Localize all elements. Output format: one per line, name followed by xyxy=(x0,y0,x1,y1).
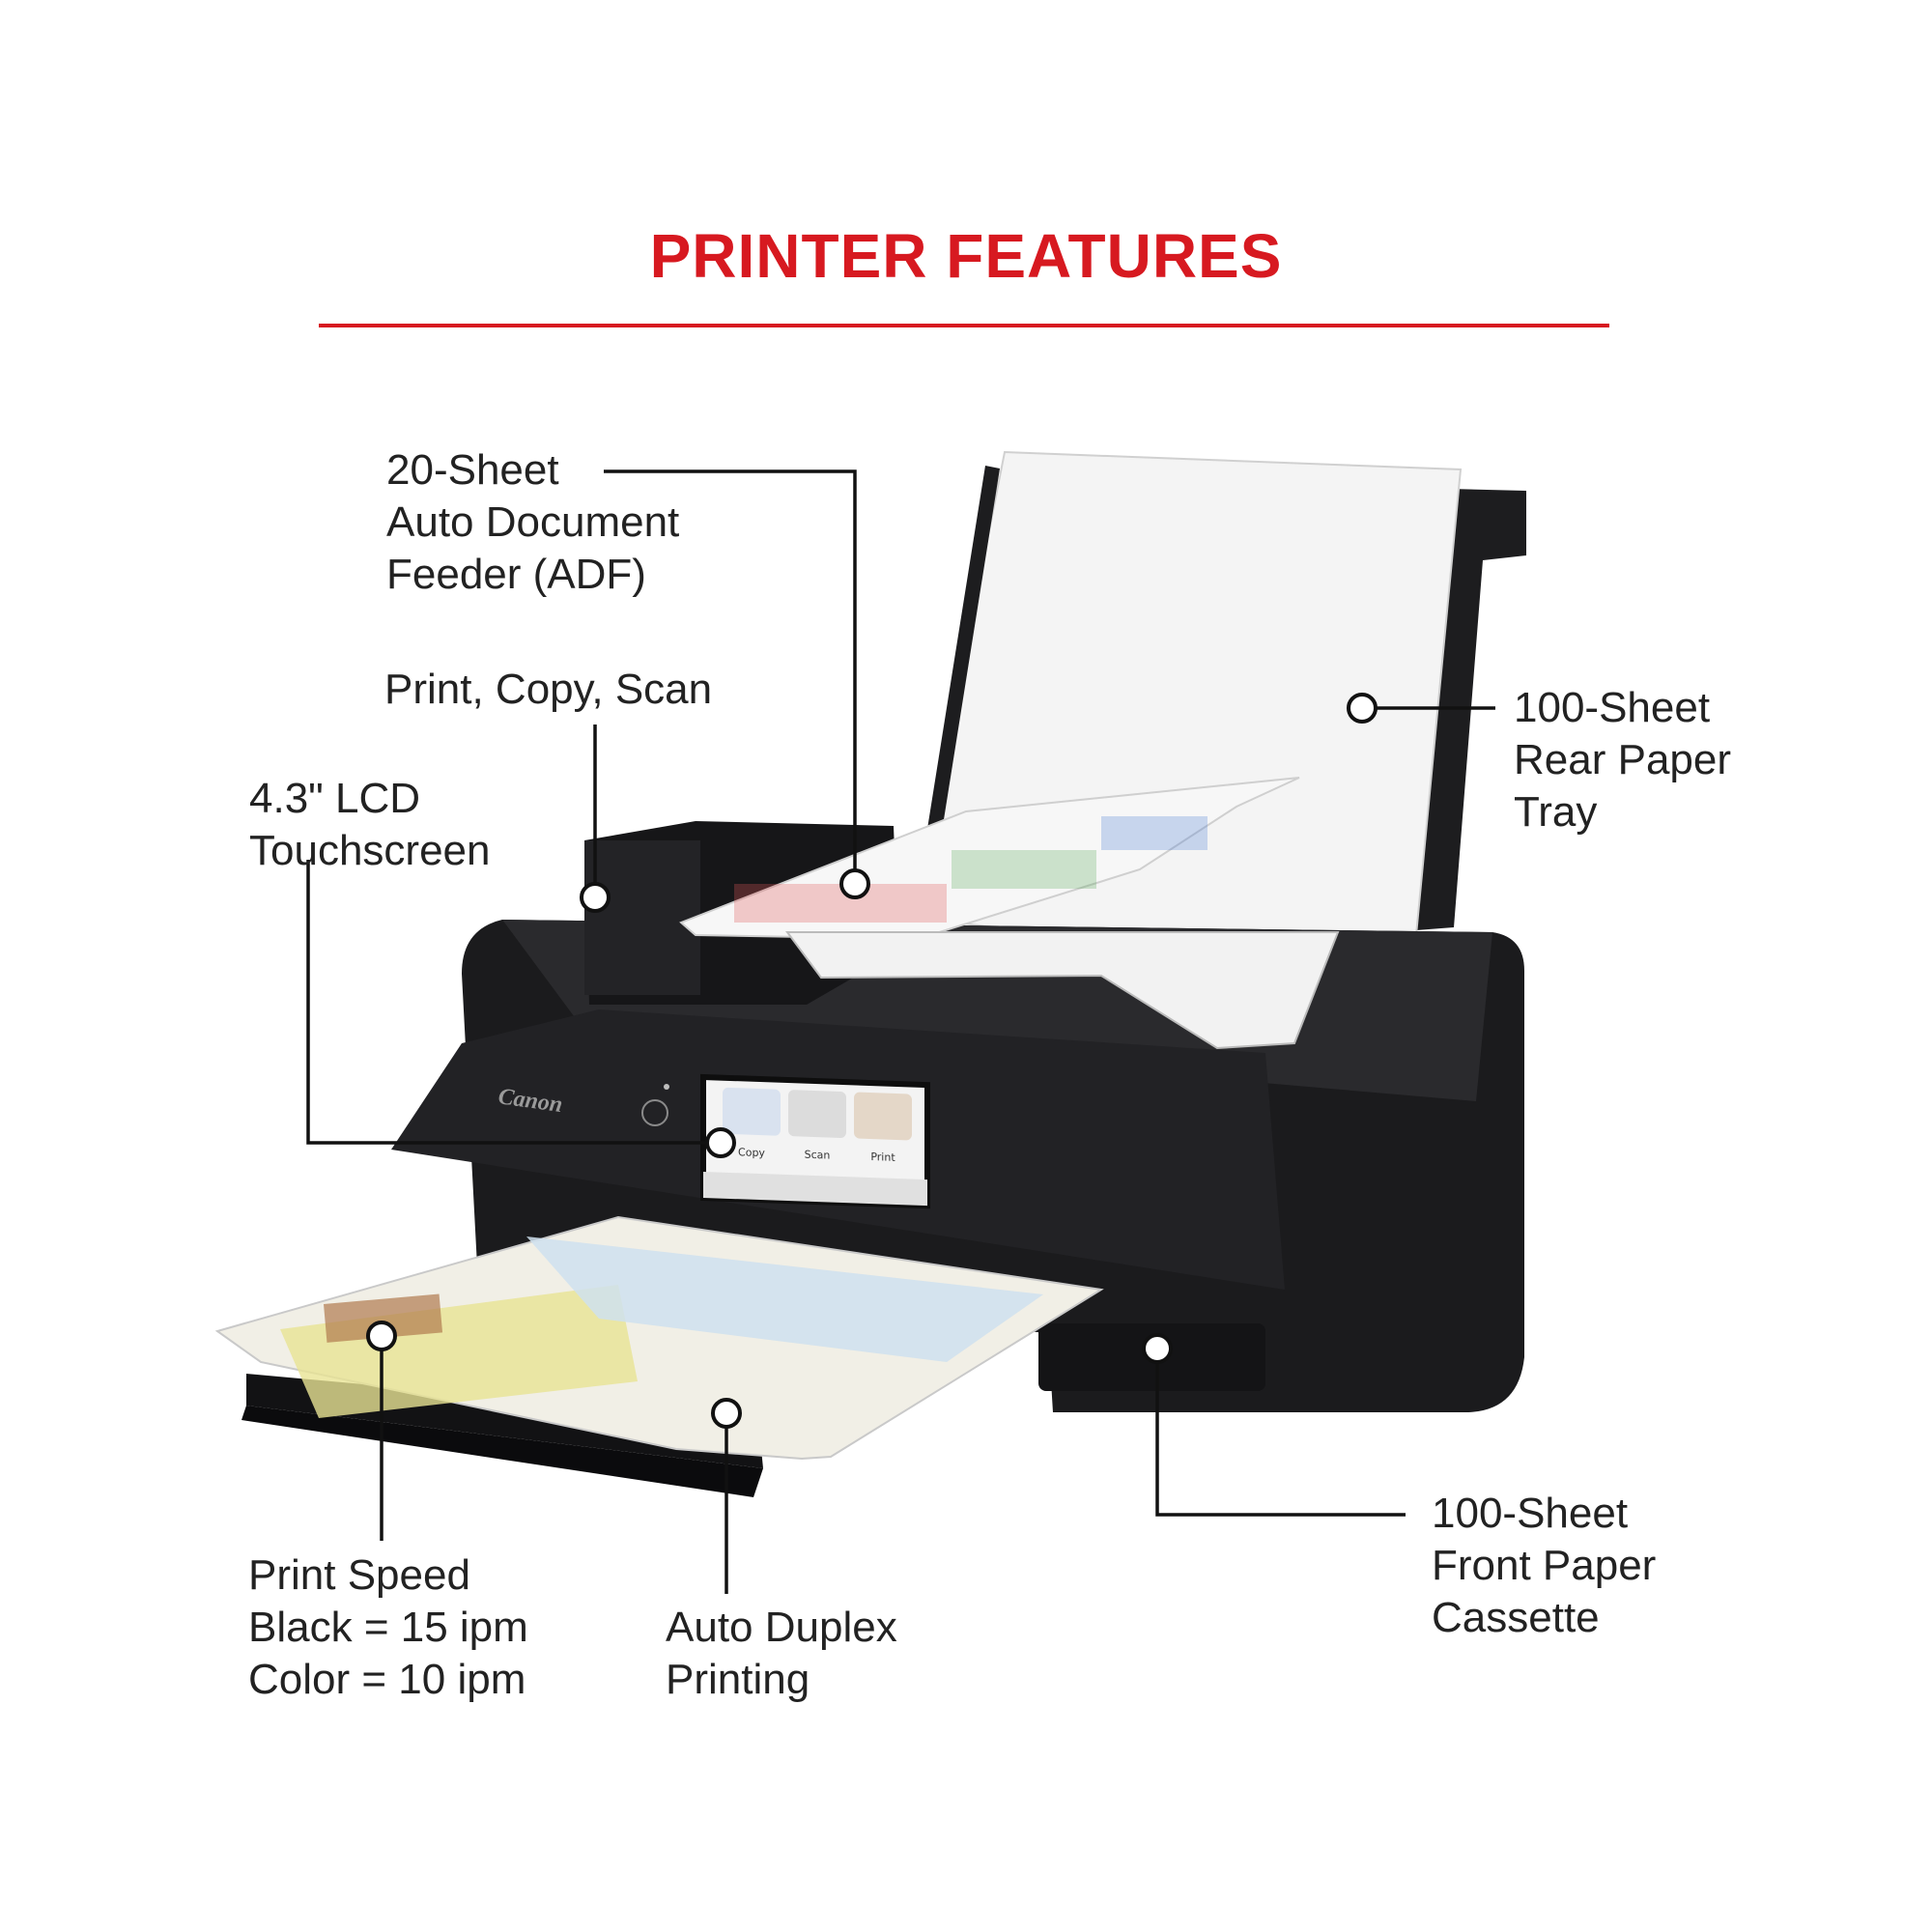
callout-speed: Print Speed Black = 15 ipm Color = 10 ip… xyxy=(248,1549,528,1706)
speed-dot xyxy=(366,1321,397,1351)
rear-paper-guide xyxy=(913,466,1000,923)
title-divider xyxy=(319,324,1609,327)
adf-document-print xyxy=(734,816,1208,923)
callout-speed-line-2: Black = 15 ipm xyxy=(248,1604,528,1651)
power-indicator xyxy=(664,1084,669,1090)
front-cassette-leader xyxy=(1155,1349,1406,1517)
duplex-dot xyxy=(711,1398,742,1429)
callout-rear-tray-line-2: Rear Paper xyxy=(1514,736,1732,783)
callout-functions-line-1: Print, Copy, Scan xyxy=(384,666,713,713)
output-tray-floor xyxy=(242,1406,763,1497)
lcd-tile-print: Print xyxy=(870,1151,895,1164)
adf-leader xyxy=(604,469,857,884)
lcd-dot xyxy=(705,1127,736,1158)
printed-map xyxy=(526,1236,1043,1362)
lcd-leader xyxy=(306,860,720,1145)
callout-adf-line-2: Auto Document xyxy=(386,498,680,546)
adf-top xyxy=(584,840,700,995)
callout-lcd-line-2: Touchscreen xyxy=(249,827,491,874)
power-button xyxy=(641,1099,668,1126)
callout-rear-tray-line-1: 100-Sheet xyxy=(1514,684,1711,731)
callout-adf-line-1: 20-Sheet xyxy=(386,446,559,494)
callout-speed-line-3: Color = 10 ipm xyxy=(248,1656,526,1703)
copy-tile-icon xyxy=(723,1087,781,1136)
callout-rear-tray: 100-Sheet Rear Paper Tray xyxy=(1514,682,1731,838)
lcd-tile-scan: Scan xyxy=(805,1149,831,1162)
adf-dot xyxy=(839,868,870,899)
rear-tray-dot xyxy=(1347,693,1378,724)
callout-adf-line-3: Feeder (ADF) xyxy=(386,551,646,598)
callout-lcd-line-1: 4.3" LCD xyxy=(249,775,421,822)
functions-dot xyxy=(580,882,611,913)
print-tile-icon xyxy=(854,1092,912,1141)
scan-tile-icon xyxy=(788,1090,846,1138)
callout-adf: 20-Sheet Auto Document Feeder (ADF) xyxy=(386,444,679,601)
adf-document xyxy=(679,777,1300,941)
callout-duplex: Auto Duplex Printing xyxy=(666,1602,897,1706)
callout-duplex-line-2: Printing xyxy=(666,1656,810,1703)
callout-front-cassette-line-1: 100-Sheet xyxy=(1432,1490,1629,1537)
lcd-screen: Copy Scan Print xyxy=(700,1073,930,1209)
callout-speed-line-1: Print Speed xyxy=(248,1551,470,1599)
printed-photo xyxy=(324,1293,443,1343)
callout-rear-tray-line-3: Tray xyxy=(1514,788,1598,836)
lcd-tile-copy: Copy xyxy=(738,1146,765,1159)
page-title: PRINTER FEATURES xyxy=(649,221,1283,291)
callout-lcd: 4.3" LCD Touchscreen xyxy=(249,773,490,877)
callout-duplex-line-1: Auto Duplex xyxy=(666,1604,897,1651)
output-sheet-top xyxy=(785,931,1340,1050)
callout-functions: Print, Copy, Scan xyxy=(384,664,712,716)
callout-front-cassette-line-3: Cassette xyxy=(1432,1594,1600,1641)
callout-front-cassette: 100-Sheet Front Paper Cassette xyxy=(1432,1488,1656,1644)
front-cassette-dot xyxy=(1142,1333,1173,1364)
callout-front-cassette-line-2: Front Paper xyxy=(1432,1542,1657,1589)
